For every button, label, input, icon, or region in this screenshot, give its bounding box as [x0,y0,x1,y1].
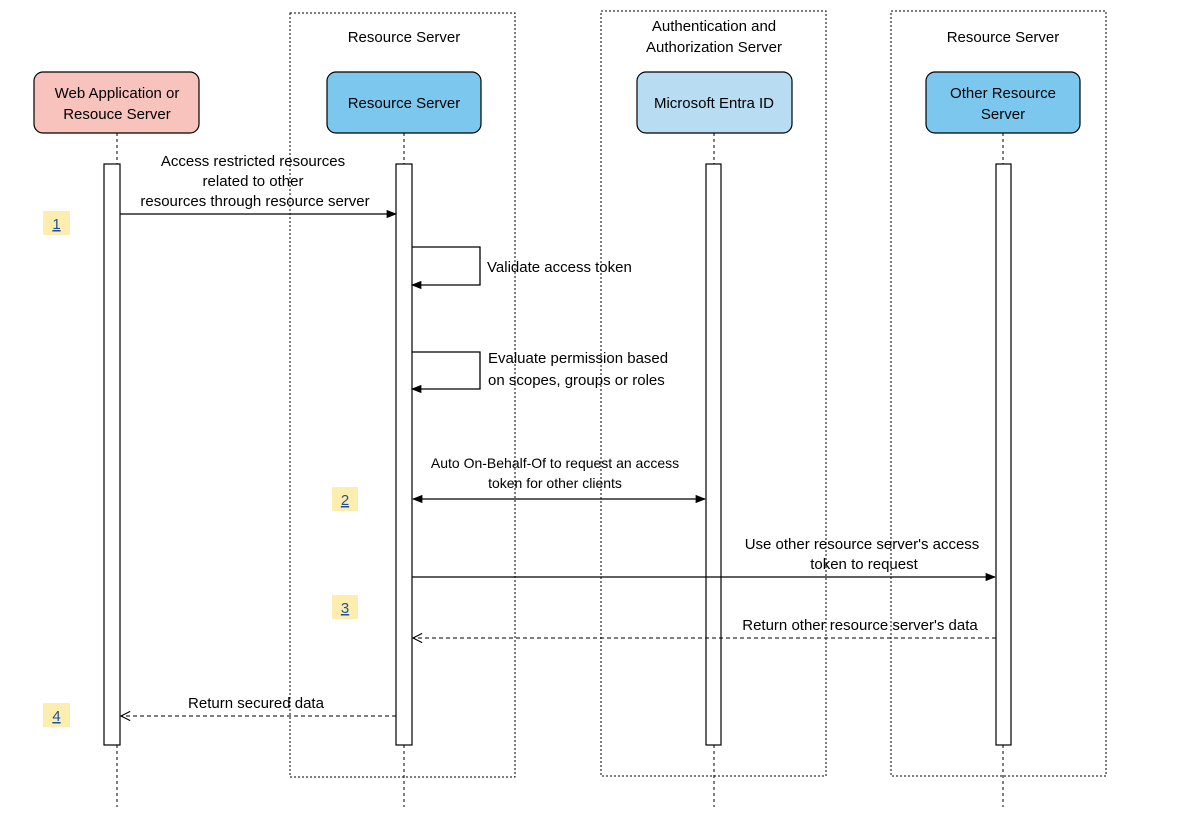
step-badge-2 [332,487,358,511]
message-request-line2: related to other [203,173,304,190]
activation-resource-server [395,163,413,746]
message-return-secured-label: Return secured data [188,695,325,712]
step-badge-3 [332,595,358,619]
participant-web-app-line1: Web Application or [55,85,180,102]
group-title-other-resource: Resource Server [947,29,1060,46]
participant-web-app-box [33,71,200,134]
message-obo-line2: token for other clients [488,475,622,491]
step-number-4[interactable]: 4 [52,708,60,725]
self-message-validate-arrow [410,246,481,290]
participant-entra-label: Microsoft Entra ID [654,95,774,112]
group-frame-other-resource [890,10,1107,777]
group-frame-resource-server [289,12,516,778]
activation-entra [705,163,722,746]
message-request-line1: Access restricted resources [161,153,345,170]
participant-other-resource-line1: Other Resource [950,85,1056,102]
group-title-auth-line1: Authentication and [652,18,776,35]
self-message-validate-label: Validate access token [487,259,632,276]
step-number-1[interactable]: 1 [52,216,60,233]
participant-entra-box [636,71,793,134]
self-message-evaluate-arrow [410,351,481,394]
participant-resource-server-label: Resource Server [348,95,461,112]
participant-other-resource-line2: Server [981,106,1025,123]
group-title-auth-line2: Authorization Server [646,39,782,56]
message-use-token-line1: Use other resource server's access [745,536,980,553]
participant-web-app-line2: Resouce Server [63,106,171,123]
participant-other-resource-box [925,71,1081,134]
self-message-evaluate-line2: on scopes, groups or roles [488,372,665,389]
self-message-evaluate-line1: Evaluate permission based [488,350,668,367]
step-number-2[interactable]: 2 [341,492,349,509]
message-use-token-line2: token to request [810,556,918,573]
group-title-resource-server: Resource Server [348,29,461,46]
message-request-line3: resources through resource server [140,193,369,210]
activation-web-app [103,163,121,746]
step-badge-1 [43,211,70,235]
participant-resource-server-box [326,71,482,134]
message-return-other-label: Return other resource server's data [742,617,978,634]
group-frame-auth-server [600,10,827,777]
message-obo-line1: Auto On-Behalf-Of to request an access [431,455,679,471]
step-badge-4 [43,703,70,727]
step-number-3[interactable]: 3 [341,600,349,617]
activation-other-resource [995,163,1012,746]
